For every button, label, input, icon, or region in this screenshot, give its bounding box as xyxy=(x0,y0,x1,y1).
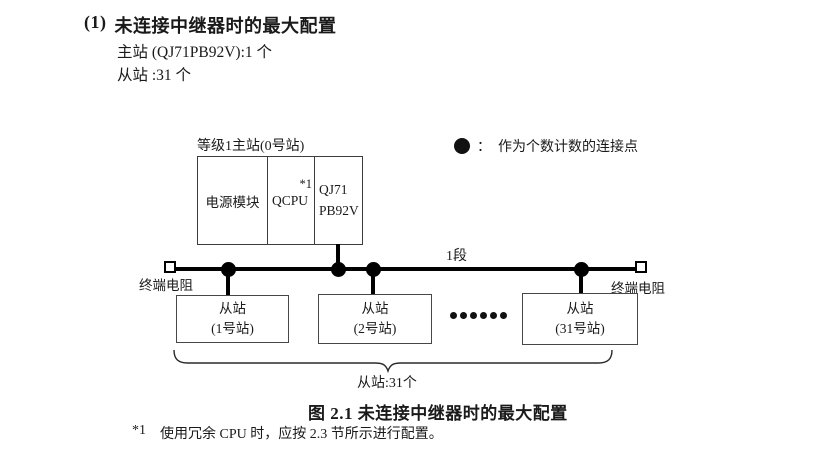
slave-count-label: 从站:31个 xyxy=(357,376,417,391)
qj71pb92v-line1: QJ71 xyxy=(319,182,348,198)
terminator-left-label: 终端电阻 xyxy=(139,278,193,293)
slave-name: 从站 xyxy=(219,301,246,317)
slave31-drop-line xyxy=(579,269,583,294)
master-spec-line: 主站 (QJ71PB92V):1 个 xyxy=(117,44,273,61)
qj71pb92v-line2: PB92V xyxy=(319,202,359,218)
slave-station-number: (1号站) xyxy=(211,321,254,336)
heading-title: 未连接中继器时的最大配置 xyxy=(114,16,337,36)
qcpu-footnote-ref: *1 xyxy=(299,177,313,191)
connection-dot-master xyxy=(331,262,346,277)
footnote: *1 使用冗余 CPU 时，应按 2.3 节所示进行配置。 xyxy=(132,423,443,443)
slave2-drop-line xyxy=(371,269,375,295)
qj71pb92v-cell: QJ71 PB92V xyxy=(314,157,362,244)
slave-name: 从站 xyxy=(361,301,389,317)
master-station-label: 等级1主站(0号站) xyxy=(197,139,305,154)
slave-name: 从站 xyxy=(566,301,594,317)
section-heading: (1) 未连接中继器时的最大配置 xyxy=(84,12,337,38)
qcpu-label: QCPU xyxy=(272,192,309,208)
slave-station-box-2: 从站 (2号站) xyxy=(318,294,432,344)
legend-separator: ： xyxy=(477,140,491,155)
master-drop-line xyxy=(336,244,340,270)
terminator-left-icon xyxy=(164,261,176,273)
connection-dot-slave2 xyxy=(366,262,381,277)
legend: ： 作为个数计数的连接点 xyxy=(454,136,638,156)
terminator-right-label: 终端电阻 xyxy=(611,281,665,296)
heading-number: (1) xyxy=(84,12,107,32)
figure-caption: 图 2.1 未连接中继器时的最大配置 xyxy=(308,404,568,423)
slave-station-box-31: 从站 (31号站) xyxy=(522,293,638,345)
bus-segment-line xyxy=(176,267,636,271)
qcpu-cell: QCPU *1 xyxy=(267,157,314,244)
slave-station-number: (31号站) xyxy=(555,321,605,336)
connection-dot-slave31 xyxy=(574,262,589,277)
slave-range-brace xyxy=(173,350,613,374)
power-module-cell: 电源模块 xyxy=(205,194,260,210)
footnote-ref: *1 xyxy=(132,423,146,438)
slave-station-number: (2号站) xyxy=(353,321,397,336)
slave1-drop-line xyxy=(226,269,230,296)
segment-label: 1段 xyxy=(446,249,467,264)
connection-dot-slave1 xyxy=(221,262,236,277)
legend-text: 作为个数计数的连接点 xyxy=(498,140,638,155)
master-station-box: 电源模块 QCPU *1 QJ71 PB92V xyxy=(197,156,363,245)
connection-point-icon xyxy=(454,138,470,154)
ellipsis-dots-icon xyxy=(450,312,507,319)
slave-spec-line: 从站 :31 个 xyxy=(117,67,192,84)
slave-station-box-1: 从站 (1号站) xyxy=(176,295,289,343)
terminator-right-icon xyxy=(635,261,647,273)
footnote-text: 使用冗余 CPU 时，应按 2.3 节所示进行配置。 xyxy=(160,427,443,442)
